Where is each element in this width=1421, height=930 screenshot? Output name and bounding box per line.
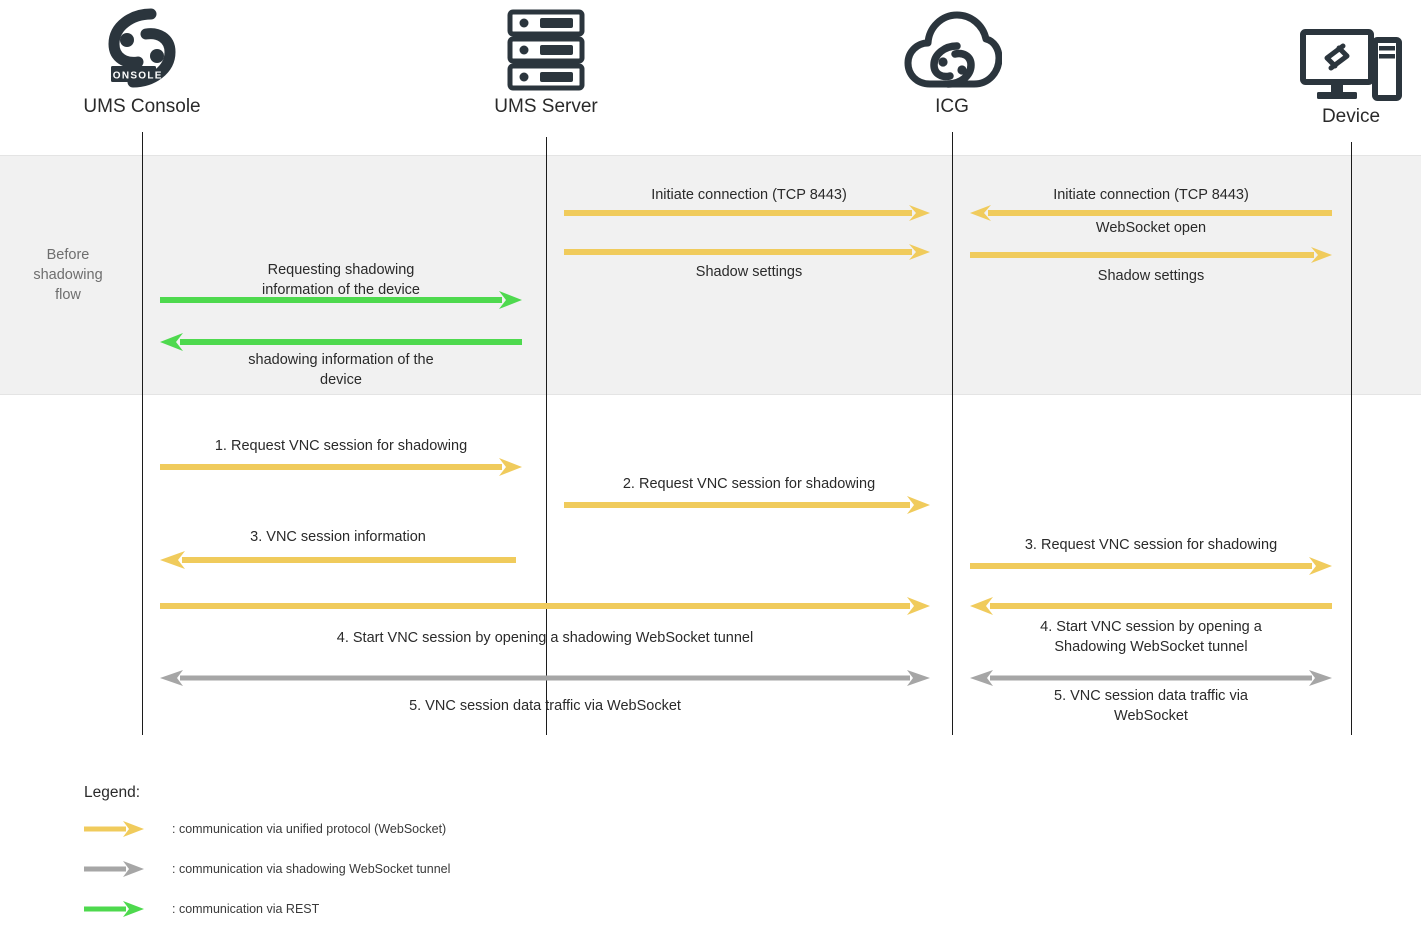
cloud-gateway-icon xyxy=(852,4,1052,96)
message-label-m11: 3. Request VNC session for shadowing xyxy=(1024,537,1278,553)
actor-label-ums-server: UMS Server xyxy=(494,96,598,117)
message-label-m9: 2. Request VNC session for shadowing xyxy=(622,476,876,492)
lifeline-ums-console xyxy=(142,132,143,735)
message-arrow-m10 xyxy=(160,551,516,569)
message-arrow-m9 xyxy=(564,496,930,514)
legend-arrow-unified-protocol-icon xyxy=(84,820,144,838)
message-arrow-m4 xyxy=(564,243,930,261)
message-label-m3: WebSocket open xyxy=(1095,220,1207,236)
actor-ums-server: UMS Server xyxy=(446,4,646,118)
legend-arrow-shadowing-tunnel-icon xyxy=(84,860,144,878)
message-label-m2: Initiate connection (TCP 8443) xyxy=(1053,187,1249,203)
legend-item-shadowing-tunnel: : communication via shadowing WebSocket … xyxy=(84,860,450,878)
message-arrow-m3 xyxy=(970,246,1332,264)
legend-item-rest: : communication via REST xyxy=(84,900,319,918)
actor-label-ums-console: UMS Console xyxy=(83,96,201,117)
message-arrow-m14 xyxy=(160,669,930,687)
message-arrow-m15 xyxy=(970,669,1332,687)
message-label-m4: Shadow settings xyxy=(695,264,803,280)
legend-label-rest: : communication via REST xyxy=(172,902,320,916)
message-arrow-m7 xyxy=(160,333,522,351)
message-arrow-m1 xyxy=(564,204,930,222)
lifeline-device xyxy=(1351,142,1352,735)
legend-item-unified-protocol: : communication via unified protocol (We… xyxy=(84,820,446,838)
desktop-computer-icon xyxy=(1251,14,1421,106)
message-label-m15: 5. VNC session data traffic via WebSocke… xyxy=(1054,688,1248,724)
message-arrow-m12 xyxy=(160,597,930,615)
message-label-m8: 1. Request VNC session for shadowing xyxy=(214,438,468,454)
server-rack-icon xyxy=(446,4,646,96)
message-label-m10: 3. VNC session information xyxy=(250,529,426,545)
message-label-m5: Shadow settings xyxy=(1097,268,1205,284)
message-label-m6: Requesting shadowing information of the … xyxy=(262,262,420,298)
lifeline-ums-server xyxy=(546,137,547,735)
message-label-m14: 5. VNC session data traffic via WebSocke… xyxy=(409,698,681,714)
actor-label-icg: ICG xyxy=(935,96,969,117)
message-label-m1: Initiate connection (TCP 8443) xyxy=(651,187,847,203)
svg-text:CONSOLE: CONSOLE xyxy=(104,71,163,82)
phase-band-label: Before shadowing flow xyxy=(33,247,103,303)
legend-label-unified-protocol: : communication via unified protocol (We… xyxy=(172,822,447,836)
actor-device: Device xyxy=(1251,14,1421,128)
message-label-m7: shadowing information of the device xyxy=(248,352,434,388)
message-arrow-m13 xyxy=(970,597,1332,615)
legend-arrow-rest-icon xyxy=(84,900,144,918)
actor-label-device: Device xyxy=(1321,106,1381,127)
message-label-m13: 4. Start VNC session by opening a Shadow… xyxy=(1040,619,1262,655)
message-arrow-m8 xyxy=(160,458,522,476)
legend-label-shadowing-tunnel: : communication via shadowing WebSocket … xyxy=(172,862,451,876)
message-arrow-m6 xyxy=(160,291,522,309)
message-arrow-m11 xyxy=(970,557,1332,575)
actor-icg: ICG xyxy=(852,4,1052,118)
legend-title: Legend: xyxy=(84,784,141,801)
lifeline-icg xyxy=(952,132,953,735)
message-arrow-m2 xyxy=(970,204,1332,222)
ums-console-logo-icon: CONSOLE xyxy=(42,4,242,96)
before-shadowing-phase-band xyxy=(0,155,1421,395)
message-label-m12: 4. Start VNC session by opening a shadow… xyxy=(336,630,754,646)
actor-ums-console: CONSOLE UMS Console xyxy=(42,4,242,118)
